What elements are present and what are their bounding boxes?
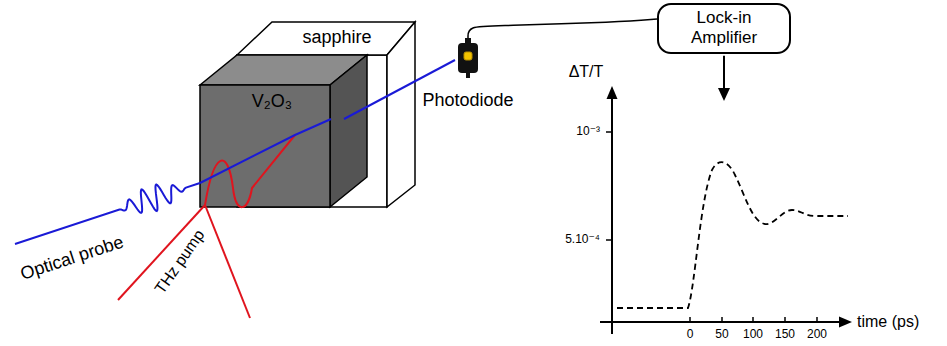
output-arrow: [718, 56, 730, 101]
output-arrow-head: [718, 88, 730, 101]
probe-path-in-film: [200, 119, 331, 183]
axis-title: time (ps): [857, 313, 919, 331]
y-axis-head: [607, 86, 618, 99]
probe-beam-group: [15, 119, 331, 244]
tick-label: 10⁻³: [576, 125, 600, 139]
probe-beam: [344, 60, 455, 119]
photodiode-window: [464, 52, 472, 60]
film-box: V₂O₃: [200, 85, 344, 207]
film-cube: [200, 55, 367, 207]
film-side-face: [330, 55, 367, 207]
beam-label: THz pump: [151, 227, 208, 298]
x-axis: [600, 321, 840, 323]
pump-reflected-line: [205, 205, 250, 318]
x-tick: [816, 317, 818, 322]
lockin-box: Lock-in Amplifier: [657, 3, 791, 54]
x-tick: [784, 317, 786, 322]
x-tick: [752, 317, 754, 322]
beam-label: Optical probe: [18, 232, 126, 285]
y-tick: [606, 131, 612, 133]
tick-label: 5.10⁻⁴: [565, 233, 600, 247]
thz-pump-beam: [118, 135, 295, 318]
photodiode-symbol: [455, 38, 481, 78]
substrate-side-face: [387, 22, 415, 207]
x-tick: [689, 317, 691, 322]
tick-label: 150: [775, 328, 795, 342]
tick-label: 50: [715, 328, 728, 342]
y-axis: [611, 98, 613, 334]
photodiode-icon: Photodiode: [455, 38, 481, 78]
node-label: Lock-in Amplifier: [665, 8, 783, 49]
node-label: V₂O₃: [200, 91, 344, 113]
photodiode-stem: [466, 72, 470, 78]
signal-cable: [468, 19, 657, 38]
substrate-top-face: [237, 22, 415, 55]
photodiode-body: [458, 43, 478, 73]
tick-label: 0: [687, 328, 694, 342]
x-tick: [721, 317, 723, 322]
pump-pulse: [205, 135, 295, 207]
tick-label: 100: [743, 328, 763, 342]
y-tick: [606, 239, 612, 241]
substrate-box: sapphire: [268, 24, 406, 52]
x-axis-head: [839, 317, 852, 328]
signal-trace: [617, 162, 848, 308]
node-label: sapphire: [268, 27, 406, 49]
axis-title: ΔT/T: [569, 63, 604, 81]
output-arrow-shaft: [723, 56, 725, 90]
signal-plot: [600, 86, 852, 334]
node-label: Photodiode: [422, 90, 513, 112]
tick-label: 200: [807, 328, 827, 342]
